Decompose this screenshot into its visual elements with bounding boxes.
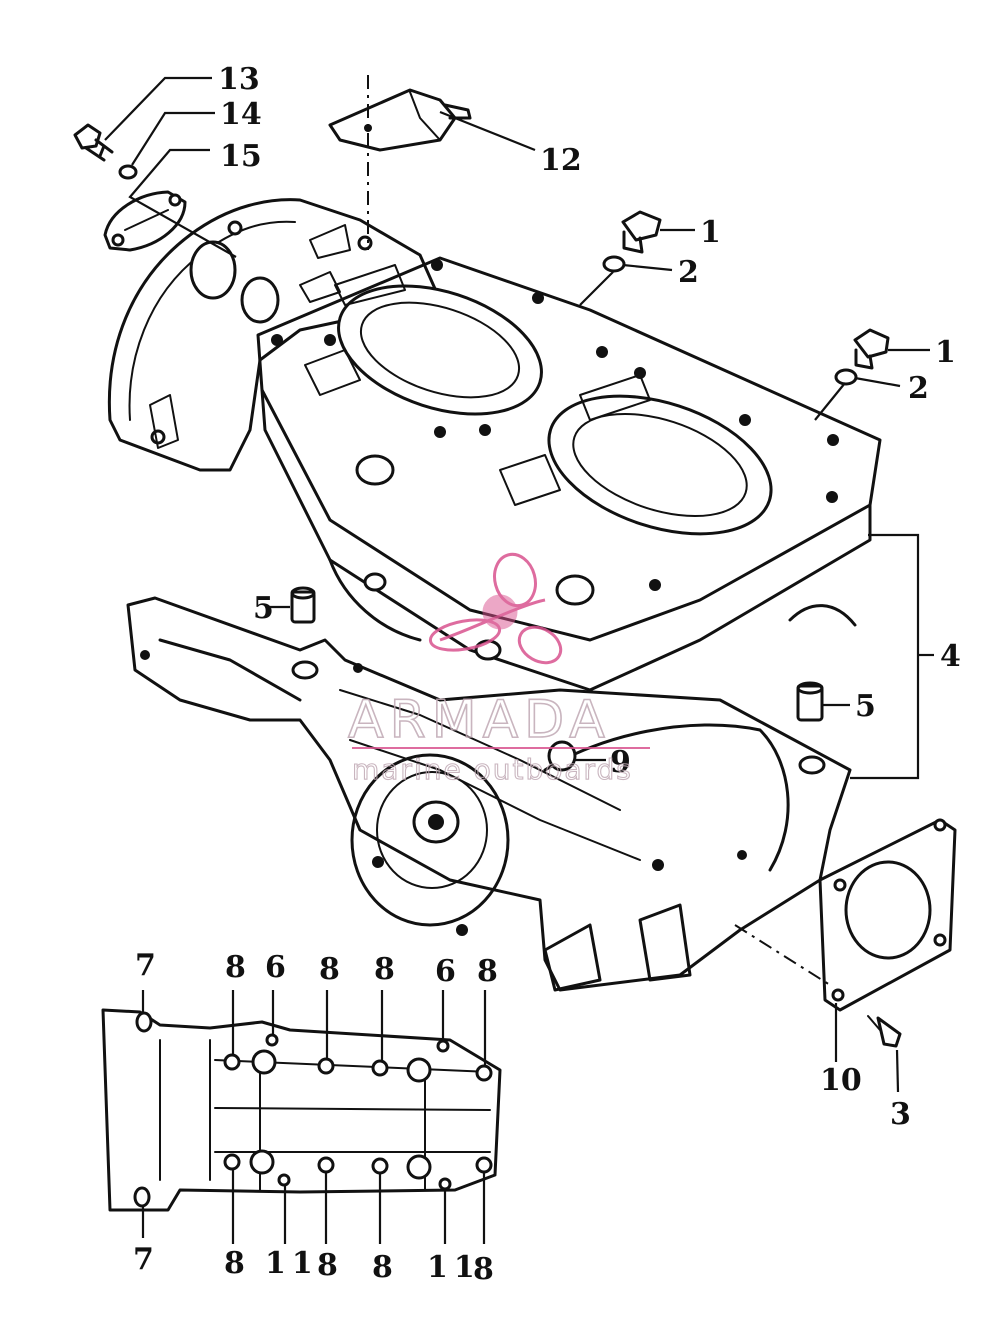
cover-plate-icon: [103, 190, 187, 252]
dowel-pin-icon: [290, 586, 824, 722]
callout-2-upper: 2: [678, 255, 699, 290]
callout-11-bottom-1: 11: [265, 1246, 319, 1281]
callout-8-top-3: 8: [374, 952, 395, 987]
callout-14: 14: [220, 97, 262, 132]
callout-labels: 13 14 15 12 1 2 1 2 4 5 5 9 10 3 7 8 6 8…: [133, 62, 961, 1287]
callout-7-top: 7: [135, 948, 156, 983]
callout-3: 3: [890, 1097, 911, 1132]
upper-crankcase: [107, 198, 882, 692]
watermark-logo: [428, 552, 563, 665]
callout-8-bottom-4: 8: [473, 1252, 494, 1287]
washer-icon: [834, 368, 858, 386]
crankcase-gasket: [101, 1008, 502, 1212]
callout-8-top-4: 8: [477, 954, 498, 989]
callout-8-bottom-2: 8: [317, 1248, 338, 1283]
screw-icon: [867, 1015, 902, 1048]
washer-icon: [118, 164, 138, 180]
gasket-icon: [818, 818, 957, 1012]
callout-5-right: 5: [855, 689, 876, 724]
callout-2-lower: 2: [908, 371, 929, 406]
callout-8-bottom-3: 8: [372, 1250, 393, 1285]
callout-4: 4: [940, 639, 961, 674]
callout-6-top-1: 6: [265, 950, 286, 985]
callout-5-left: 5: [253, 591, 274, 626]
callout-9: 9: [610, 745, 631, 780]
watermark-brand: ARMADA: [348, 690, 611, 750]
watermark: ARMADA marine outboards: [347, 552, 650, 787]
callout-15: 15: [220, 139, 262, 174]
callout-8-top-1: 8: [225, 950, 246, 985]
leader-lines: [104, 76, 934, 1244]
bolt-icon: [73, 123, 114, 162]
callout-1-lower: 1: [935, 335, 956, 370]
callout-11-bottom-2: 11: [427, 1250, 481, 1285]
callout-10: 10: [820, 1063, 862, 1098]
callout-1-upper: 1: [700, 215, 721, 250]
callout-13: 13: [218, 62, 260, 97]
callout-8-bottom-1: 8: [224, 1246, 245, 1281]
plug-icon: [621, 210, 890, 370]
bracket-icon: [328, 88, 472, 152]
watermark-tagline: marine outboards: [352, 753, 633, 786]
lower-crankcase: [126, 596, 852, 992]
callout-12: 12: [540, 143, 582, 178]
callout-7-bottom: 7: [133, 1242, 154, 1277]
washer-icon: [602, 255, 626, 273]
callout-6-top-2: 6: [435, 954, 456, 989]
callout-8-top-2: 8: [319, 952, 340, 987]
